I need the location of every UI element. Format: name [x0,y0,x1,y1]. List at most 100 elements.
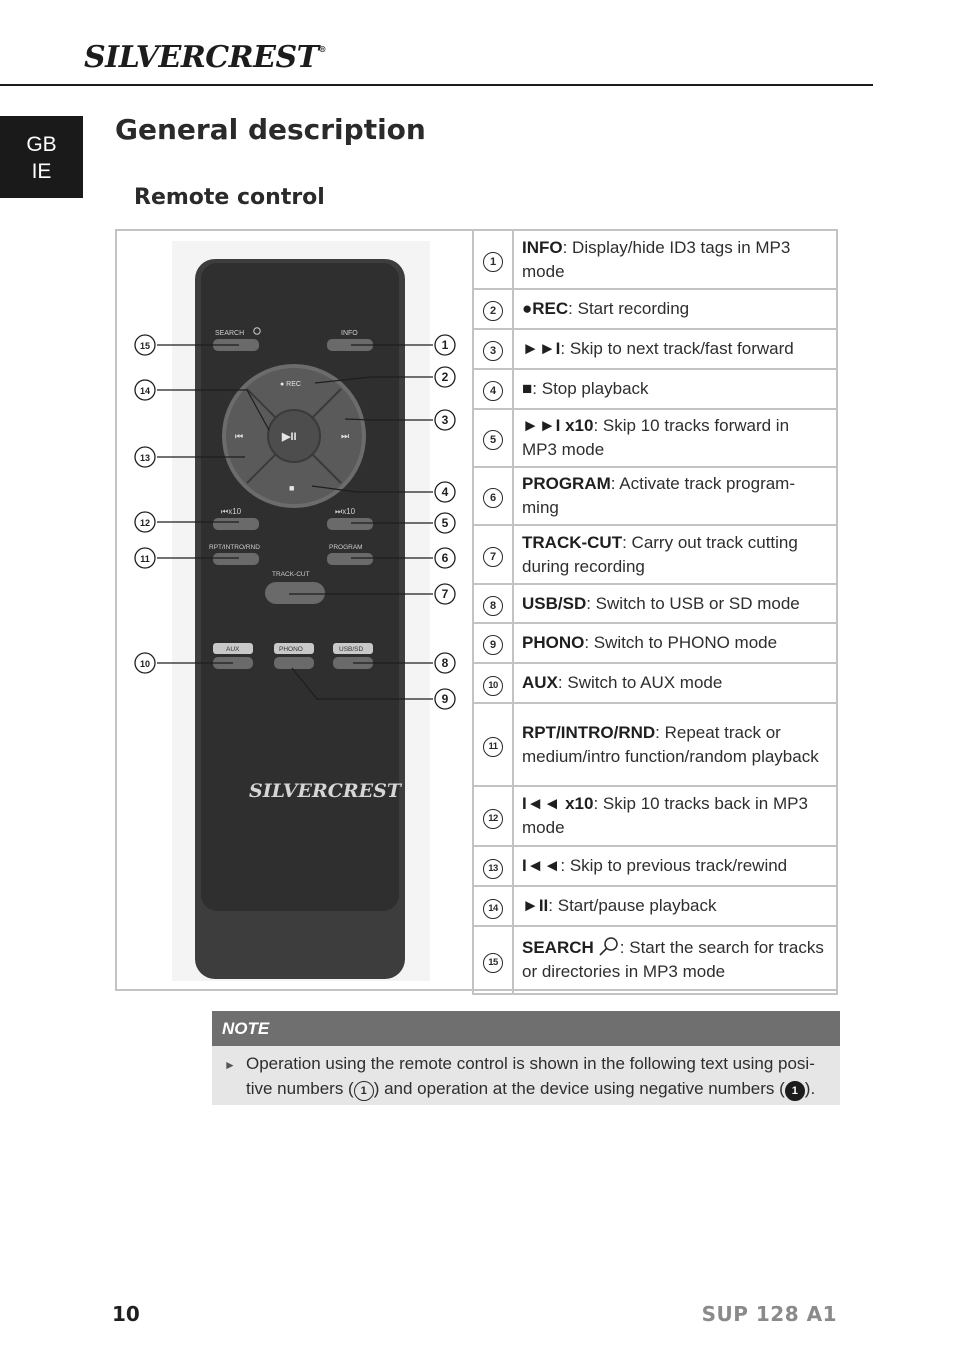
callout-9: 9 [442,692,449,706]
item-number: 9 [483,635,503,655]
note-heading: NOTE [212,1011,840,1046]
button-key-label: ●REC [522,299,569,318]
item-description-cell: AUX: Switch to AUX mode [512,662,838,704]
item-description-cell: I◄◄: Skip to previous track/rewind [512,845,838,887]
brand-logo: SILVERCREST® [84,40,326,75]
remote-play-button [267,409,321,463]
model-number: SUP 128 A1 [701,1302,837,1326]
lang-code-ie: IE [31,160,52,183]
button-key-label: ►►I [522,339,561,358]
item-number-cell: 11 [472,702,514,787]
prev10-label: ⏮x10 [221,507,242,516]
item-number: 15 [483,952,503,973]
table-row: 2 ●REC: Start recording [472,288,838,330]
item-description-cell: ►►I: Skip to next track/fast forward [512,328,838,370]
item-number: 8 [483,595,503,616]
item-number: 13 [483,858,503,879]
search-icon [253,327,261,335]
item-number: 7 [483,546,503,567]
program-label: PROGRAM [329,544,363,551]
button-description: : Start recording [568,299,690,318]
table-row: 3 ►►I: Skip to next track/fast forward [472,328,838,370]
button-description: : Skip to next track/fast forward [560,339,794,358]
button-description: : Skip 10 tracks forward in MP3 mode [522,416,790,459]
item-number-cell: 3 [472,328,514,370]
note-text-3: ). [804,1079,816,1098]
button-description: : Switch to AUX mode [557,673,723,692]
table-row: 8 USB/SD: Switch to USB or SD mode [472,583,838,624]
usbsd-label: USB/SD [339,646,364,653]
remote-brand: SILVERCREST [249,780,403,802]
item-description-cell: I◄◄ x10: Skip 10 tracks back in MP3 mode [512,785,838,847]
item-number-cell: 12 [472,785,514,847]
note-text-1: Operation using the remote control is sh… [246,1054,815,1098]
button-key-label: RPT/INTRO/RND [522,722,656,742]
item-number-cell: 5 [472,408,514,468]
item-description-cell: ►II: Start/pause playback [512,885,838,927]
item-number-cell: 6 [472,466,514,526]
item-number-cell: 14 [472,885,514,927]
item-number: 4 [483,381,503,401]
rec-label: ● REC [280,381,301,388]
item-number: 2 [483,301,503,321]
button-description: : Display/hide ID3 tags in MP3 mode [522,237,791,281]
table-row: 5►►I x10: Skip 10 tracks forward in MP3 … [472,408,838,468]
button-key-label: ■ [522,379,533,398]
item-description-cell: ●REC: Start recording [512,288,838,330]
callout-10: 10 [140,659,150,669]
rpt-label: RPT/INTRO/RND [209,544,260,551]
button-description: : Stop playback [532,379,649,398]
item-description-cell: SEARCH: Start the search for tracks or d… [512,925,838,995]
next10-label: ⏭x10 [335,507,356,516]
item-description-cell: USB/SD: Switch to USB or SD mode [512,583,838,624]
callout-8: 8 [442,656,449,670]
remote-info-button [327,339,373,351]
table-row: 13 I◄◄: Skip to previous track/rewind [472,845,838,887]
button-key-label: ►II [522,896,549,915]
callout-11: 11 [140,554,150,564]
table-row: 15 SEARCH: Start the search for tracks or… [472,925,838,995]
next-icon: ⏭ [341,431,349,441]
item-number: 3 [483,341,503,361]
item-description-cell: RPT/INTRO/RND: Repeat track or medium/in… [512,702,838,787]
item-number-cell: 10 [472,662,514,704]
remote-prev10-button [213,518,259,530]
remote-search-label: SEARCH [215,330,244,337]
callout-12: 12 [140,518,150,528]
remote-phono-chip [274,643,314,654]
button-description: : Start/pause playback [548,896,717,915]
callout-2: 2 [442,370,449,384]
phono-label: PHONO [279,646,303,653]
button-description: : Activate track program-ming [522,474,796,517]
item-number-cell: 7 [472,524,514,585]
item-number-cell: 1 [472,229,514,290]
button-key-label: PHONO [522,633,585,652]
button-key-label: USB/SD [522,593,587,613]
remote-table: SEARCH INFO ▶II ● REC ⏮ ⏭ ■ ⏮x10 ⏭x10 RP… [115,229,838,991]
remote-trackcut-button [265,582,325,604]
item-number: 10 [483,675,503,696]
item-description-cell: ■: Stop playback [512,368,838,410]
callout-15: 15 [140,341,150,351]
page-title: General description [115,113,426,146]
button-key-label: AUX [522,673,558,692]
item-description-cell: ►►I x10: Skip 10 tracks forward in MP3 m… [512,408,838,468]
page-number: 10 [112,1302,140,1326]
table-row: 10 AUX: Switch to AUX mode [472,662,838,704]
lang-code-gb: GB [26,133,57,156]
trackcut-label: TRACK-CUT [272,571,310,578]
header-rule [0,84,873,86]
item-number-cell: 15 [472,925,514,995]
remote-next10-button [327,518,373,530]
callout-14: 14 [140,386,150,396]
callout-4: 4 [442,485,449,499]
button-key-label: TRACK-CUT [522,532,623,552]
callout-1: 1 [442,338,449,352]
aux-label: AUX [226,646,240,653]
note-body: ► Operation using the remote control is … [212,1046,840,1105]
language-tab: GB IE [0,116,83,198]
button-description: : Skip to previous track/rewind [560,856,788,875]
